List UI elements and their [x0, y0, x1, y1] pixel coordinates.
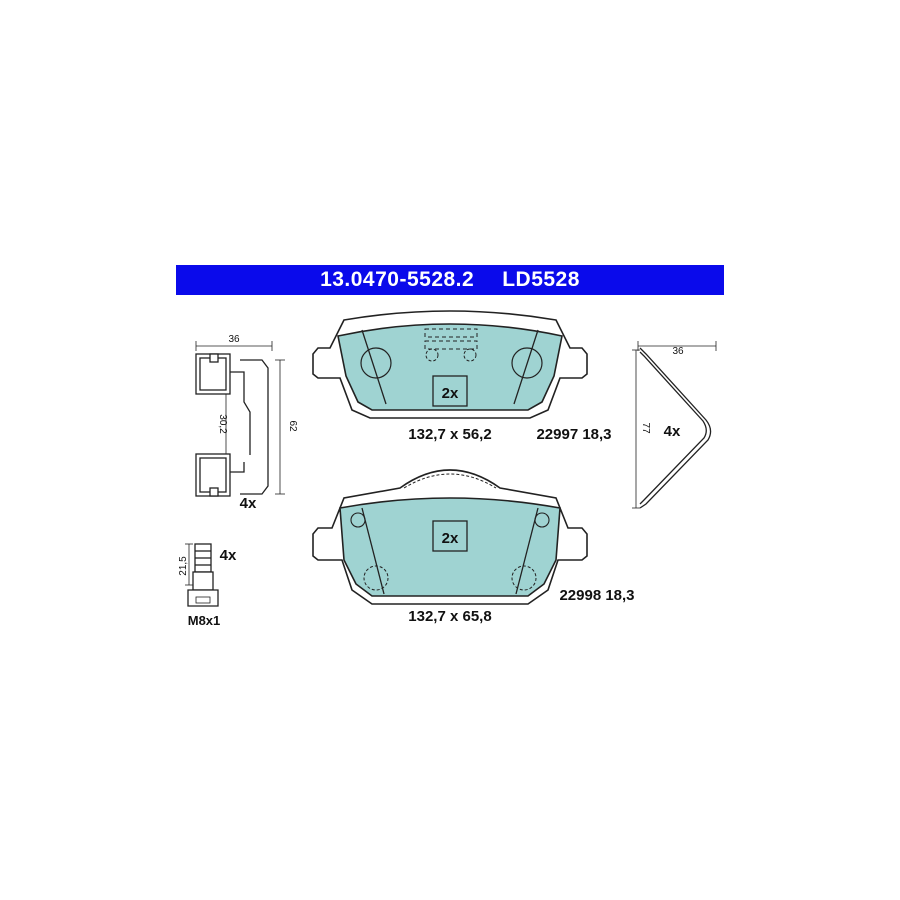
upper-pad-ref: 22997 18,3 — [536, 426, 611, 443]
spring-height: 77 — [640, 422, 651, 434]
upper-pad-size: 132,7 x 56,2 — [408, 426, 491, 443]
clip-qty: 4x — [240, 495, 257, 512]
lower-pad — [312, 469, 588, 605]
guide-bolt — [185, 543, 219, 607]
anti-rattle-clip — [195, 341, 285, 497]
part-number: 13.0470-5528.2 — [320, 268, 475, 291]
pad-spring — [632, 341, 717, 509]
upper-pad-qty: 2x — [442, 385, 459, 402]
lower-pad-size: 132,7 x 65,8 — [408, 608, 491, 625]
lower-pad-qty: 2x — [442, 530, 459, 547]
ref-code: LD5528 — [502, 268, 580, 291]
spring-qty: 4x — [664, 423, 681, 440]
bolt-qty: 4x — [220, 547, 237, 564]
clip-height: 62 — [287, 420, 298, 432]
bolt-thread: M8x1 — [188, 613, 221, 628]
bolt-length: 21,5 — [178, 556, 189, 576]
clip-width: 36 — [228, 334, 240, 345]
header-banner: 13.0470-5528.2 LD5528 — [176, 265, 724, 295]
upper-pad — [312, 310, 588, 419]
lower-pad-ref: 22998 18,3 — [559, 587, 634, 604]
spring-width: 36 — [672, 346, 684, 357]
clip-inner-dim: 30,2 — [217, 414, 228, 434]
